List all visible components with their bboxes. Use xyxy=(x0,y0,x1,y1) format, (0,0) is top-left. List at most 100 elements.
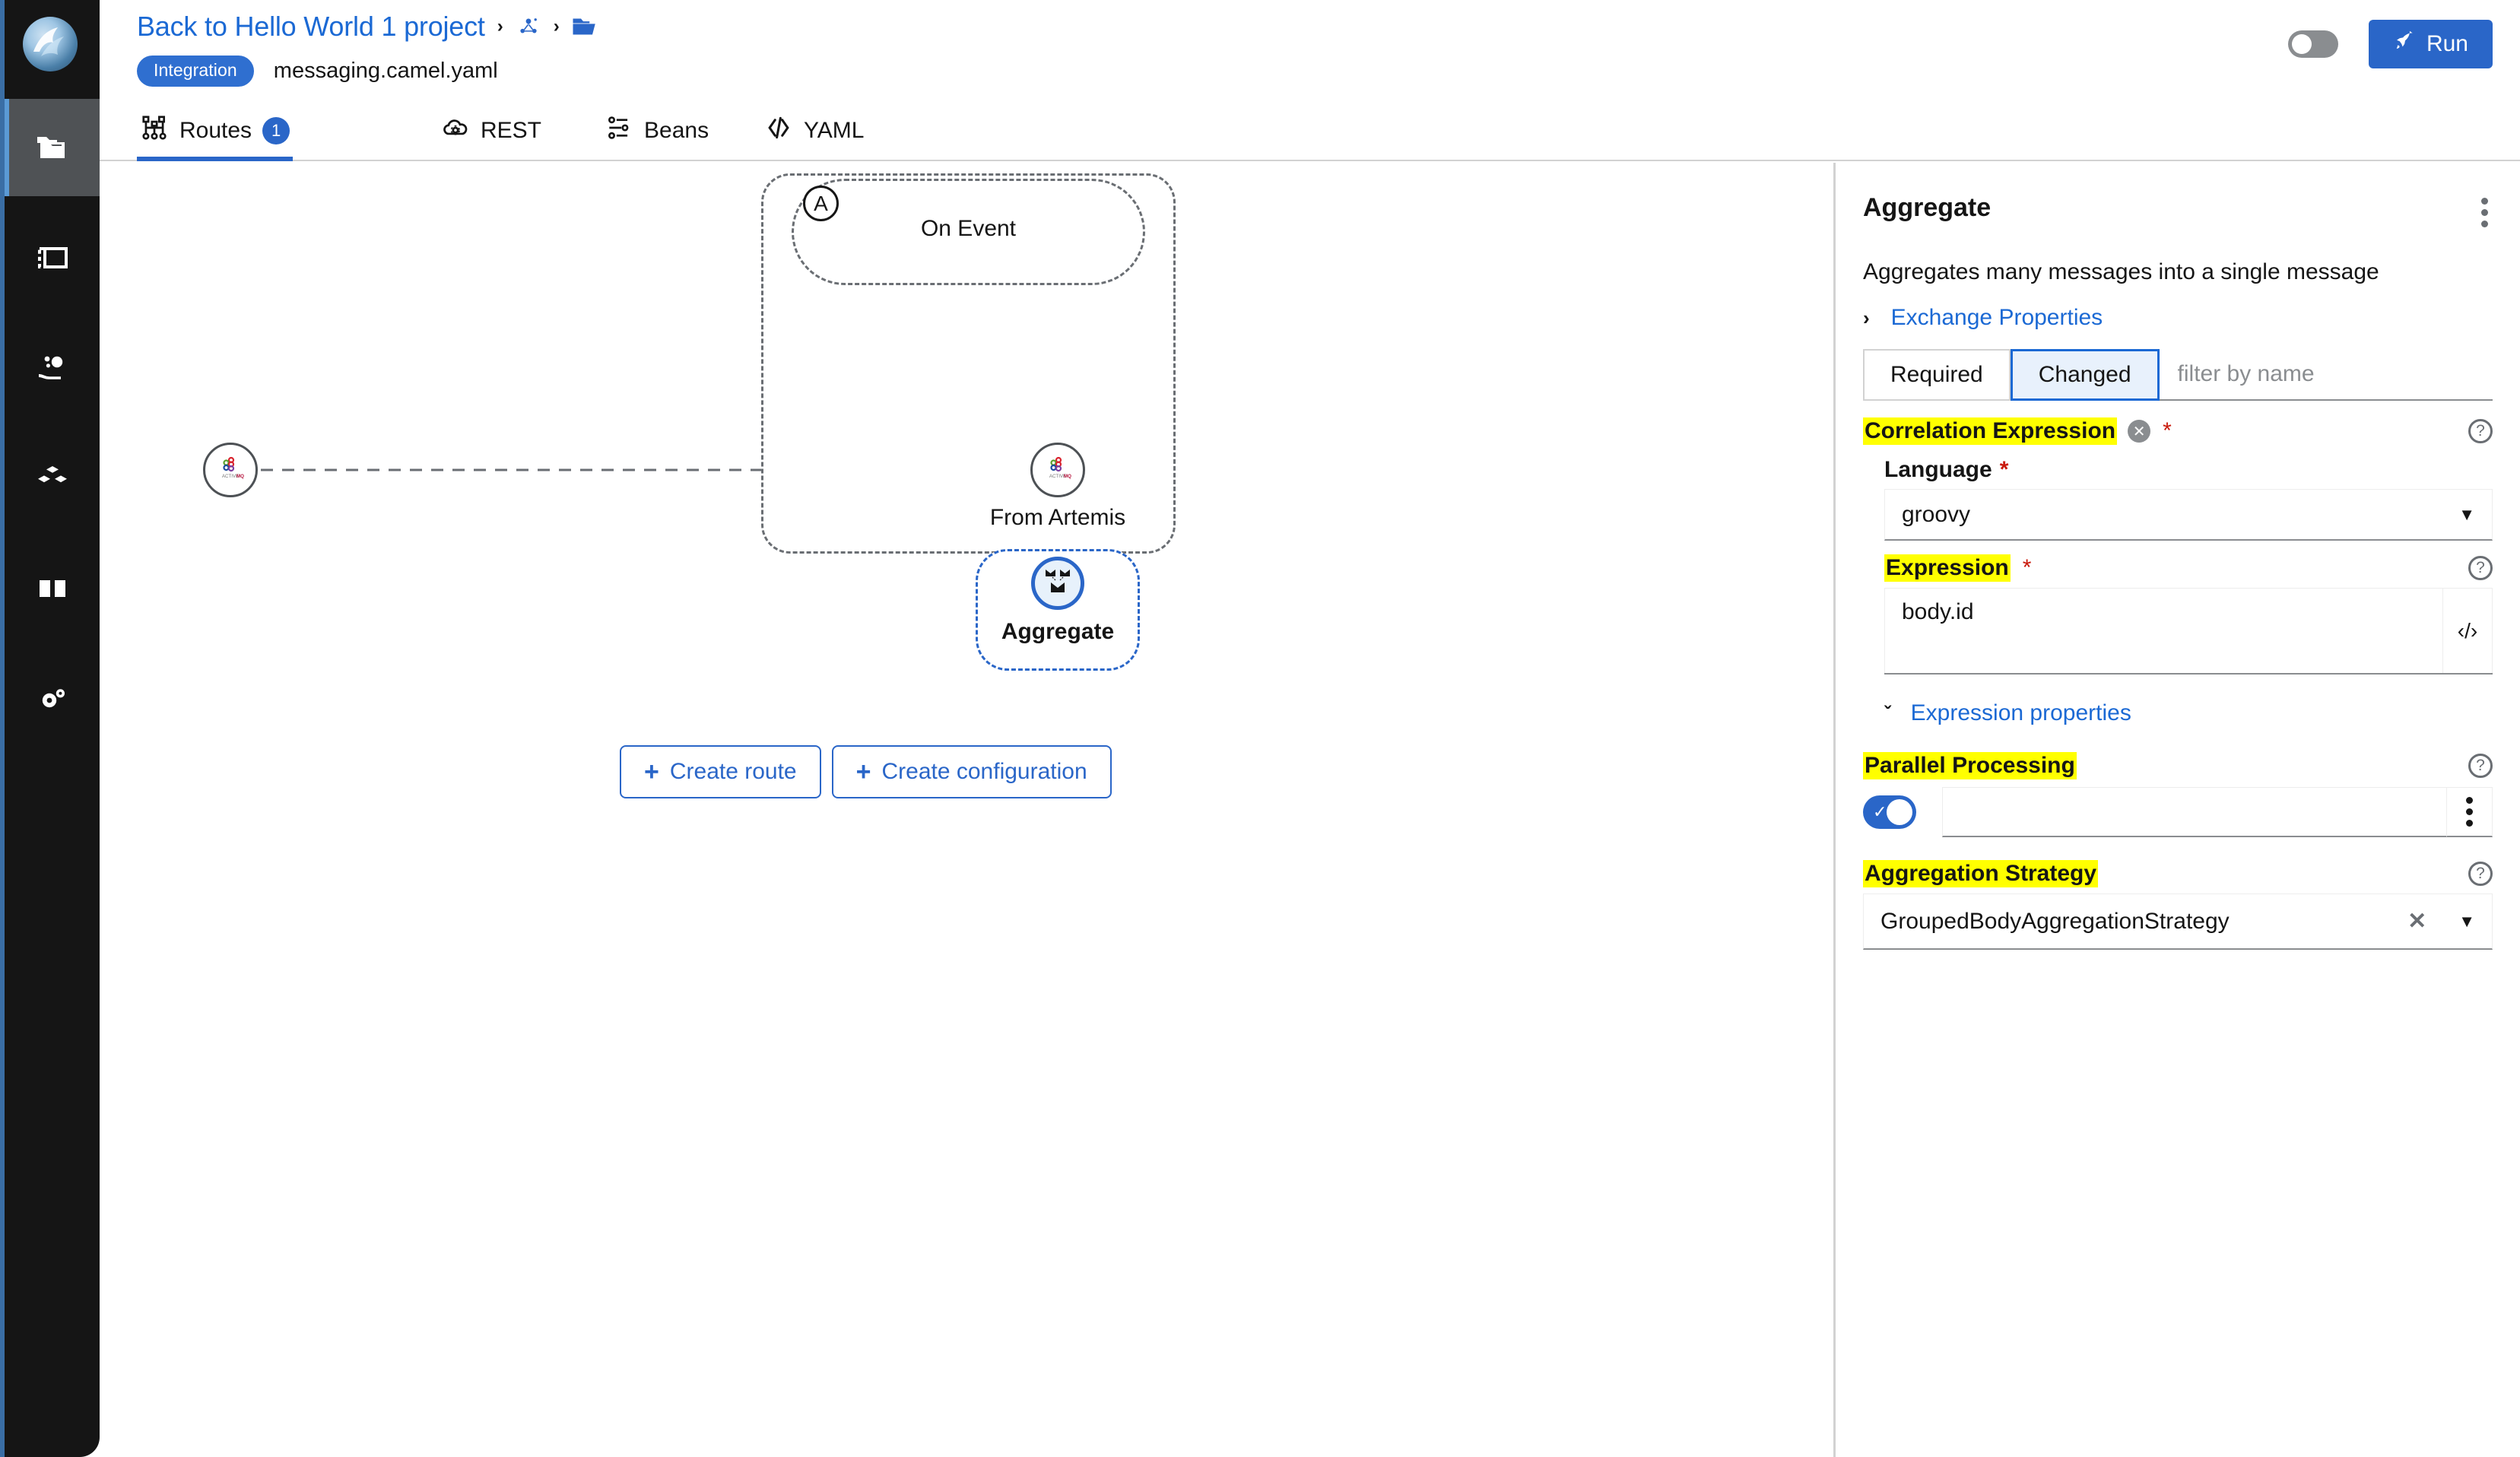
expression-label: Expression xyxy=(1884,554,2011,582)
header-actions: Run xyxy=(2287,20,2493,68)
expression-header: Expression * ? xyxy=(1884,554,2493,582)
kebab-dot xyxy=(2481,221,2488,227)
aggregate-node[interactable] xyxy=(1031,557,1084,610)
create-route-button[interactable]: + Create route xyxy=(620,745,821,798)
exchange-properties-row[interactable]: › Exchange Properties xyxy=(1863,305,2493,331)
correlation-expression-header: Correlation Expression ✕ * ? xyxy=(1863,417,2493,445)
integration-badge: Integration xyxy=(137,56,254,87)
correlation-expression-help-icon[interactable]: ? xyxy=(2468,419,2493,443)
app-logo xyxy=(23,17,78,71)
filter-by-name-input[interactable] xyxy=(2159,349,2493,401)
beans-sliders-icon xyxy=(605,113,633,148)
correlation-expression-label: Correlation Expression xyxy=(1863,417,2118,445)
breadcrumb-back-link[interactable]: Back to Hello World 1 project xyxy=(137,11,485,42)
exchange-properties-link[interactable]: Exchange Properties xyxy=(1890,305,2103,330)
kebab-dot xyxy=(2466,820,2473,827)
left-activemq-node[interactable]: ACTIVE MQ xyxy=(203,443,258,497)
kebab-dot xyxy=(2466,808,2473,815)
chevron-down-icon: ˇ xyxy=(1884,701,1891,725)
on-event-label: On Event xyxy=(920,216,1017,241)
parallel-processing-overflow-menu[interactable] xyxy=(2447,787,2493,837)
create-configuration-button[interactable]: + Create configuration xyxy=(831,745,1112,798)
parallel-processing-label: Parallel Processing xyxy=(1863,752,2077,779)
aggregation-strategy-label: Aggregation Strategy xyxy=(1863,860,2099,887)
plus-icon: + xyxy=(855,757,871,786)
aggregate-node-label: Aggregate xyxy=(1001,619,1115,644)
activemq-icon: ACTIVE MQ xyxy=(1043,453,1073,487)
kebab-dot xyxy=(2481,198,2488,205)
sidebar-item-projects[interactable] xyxy=(5,99,100,196)
from-artemis-node[interactable]: ACTIVE MQ xyxy=(1030,443,1085,497)
tab-routes-count: 1 xyxy=(262,117,290,144)
blocks-icon xyxy=(37,466,67,483)
svg-text:MQ: MQ xyxy=(236,474,244,479)
folder-open-icon[interactable] xyxy=(572,15,599,38)
hand-gears-icon xyxy=(38,356,62,379)
route-canvas[interactable]: On Event A ACTIVE MQ xyxy=(100,163,1837,1457)
check-icon: ✓ xyxy=(1873,802,1887,821)
topology-icon[interactable] xyxy=(516,14,541,40)
activemq-icon: ACTIVE MQ xyxy=(215,453,246,487)
tab-rest-label: REST xyxy=(481,118,542,143)
panel-overflow-menu[interactable] xyxy=(2477,193,2493,232)
aggregation-strategy-select[interactable]: GroupedBodyAggregationStrategy ✕ ▼ xyxy=(1863,894,2493,950)
panel-description: Aggregates many messages into a single m… xyxy=(1863,259,2379,284)
aggregation-strategy-help-icon[interactable]: ? xyxy=(2468,862,2493,886)
run-button[interactable]: Run xyxy=(2368,20,2493,68)
chevron-down-icon: ▼ xyxy=(2458,911,2475,931)
sidebar-item-containers[interactable] xyxy=(5,430,100,527)
segment-changed[interactable]: Changed xyxy=(2010,349,2160,401)
parallel-processing-toggle[interactable]: ✓ xyxy=(1863,795,1916,829)
canvas-action-buttons: + Create route + Create configuration xyxy=(620,745,1112,798)
header-subrow: Integration messaging.camel.yaml xyxy=(137,56,498,87)
correlation-expression-required-star: * xyxy=(2163,418,2172,443)
parallel-processing-input[interactable] xyxy=(1942,787,2447,837)
sidebar-item-docs[interactable] xyxy=(5,540,100,637)
app-header: Back to Hello World 1 project › › Integr… xyxy=(100,0,2520,100)
on-event-container[interactable]: On Event xyxy=(792,179,1145,285)
rocket-icon xyxy=(2393,30,2416,59)
expression-properties-link[interactable]: Expression properties xyxy=(1910,700,2131,725)
svg-text:MQ: MQ xyxy=(1064,474,1071,479)
sidebar-item-settings[interactable] xyxy=(5,650,100,748)
breadcrumb: Back to Hello World 1 project › › xyxy=(137,11,599,43)
stacked-folders-icon xyxy=(36,137,65,158)
language-label-row: Language* xyxy=(1884,457,2493,483)
aggregation-strategy-header: Aggregation Strategy ? xyxy=(1863,860,2493,887)
open-book-icon xyxy=(39,580,65,597)
segment-required[interactable]: Required xyxy=(1863,349,2011,401)
language-select[interactable]: groovy ▼ xyxy=(1884,489,2493,541)
tab-routes[interactable]: Routes 1 xyxy=(137,100,294,161)
language-selected-value: groovy xyxy=(1902,501,1971,527)
expression-code-editor-button[interactable]: ‹/› xyxy=(2442,588,2493,673)
aggregate-envelopes-icon xyxy=(1043,567,1073,600)
parallel-processing-header: Parallel Processing ? xyxy=(1863,752,2493,779)
panel-header: Aggregate xyxy=(1863,193,2493,232)
expression-textarea[interactable] xyxy=(1884,588,2442,673)
aggregation-strategy-clear-icon[interactable]: ✕ xyxy=(2407,909,2427,934)
svg-text:ACTIVE: ACTIVE xyxy=(1049,474,1066,479)
tab-yaml[interactable]: YAML xyxy=(761,100,867,161)
sidebar-item-canvas[interactable] xyxy=(5,209,100,306)
parallel-processing-row: ✓ xyxy=(1863,787,2493,837)
tab-beans-label: Beans xyxy=(644,118,709,143)
parallel-processing-help-icon[interactable]: ? xyxy=(2468,754,2493,778)
from-artemis-label: From Artemis xyxy=(989,505,1126,530)
correlation-expression-body: Language* groovy ▼ Expression * ? ‹/› ˇ … xyxy=(1884,457,2493,726)
tab-beans[interactable]: Beans xyxy=(601,100,712,161)
source-view-toggle[interactable] xyxy=(2287,30,2338,58)
panel-divider[interactable] xyxy=(1833,163,1836,1457)
expression-properties-row[interactable]: ˇ Expression properties xyxy=(1884,700,2493,726)
properties-panel: Aggregate Aggregates many messages into … xyxy=(1836,163,2520,1457)
svg-text:ACTIVE: ACTIVE xyxy=(222,474,239,479)
routes-icon xyxy=(140,113,169,148)
tab-rest[interactable]: REST xyxy=(438,100,544,161)
correlation-expression-clear-icon[interactable]: ✕ xyxy=(2128,420,2151,443)
aggregation-strategy-value: GroupedBodyAggregationStrategy xyxy=(1880,908,2230,934)
language-label: Language xyxy=(1884,457,1992,482)
code-yaml-icon xyxy=(764,113,793,148)
sidebar-item-services[interactable] xyxy=(5,319,100,417)
filter-toolbar: Required Changed xyxy=(1863,349,2493,401)
expression-help-icon[interactable]: ? xyxy=(2468,556,2493,580)
